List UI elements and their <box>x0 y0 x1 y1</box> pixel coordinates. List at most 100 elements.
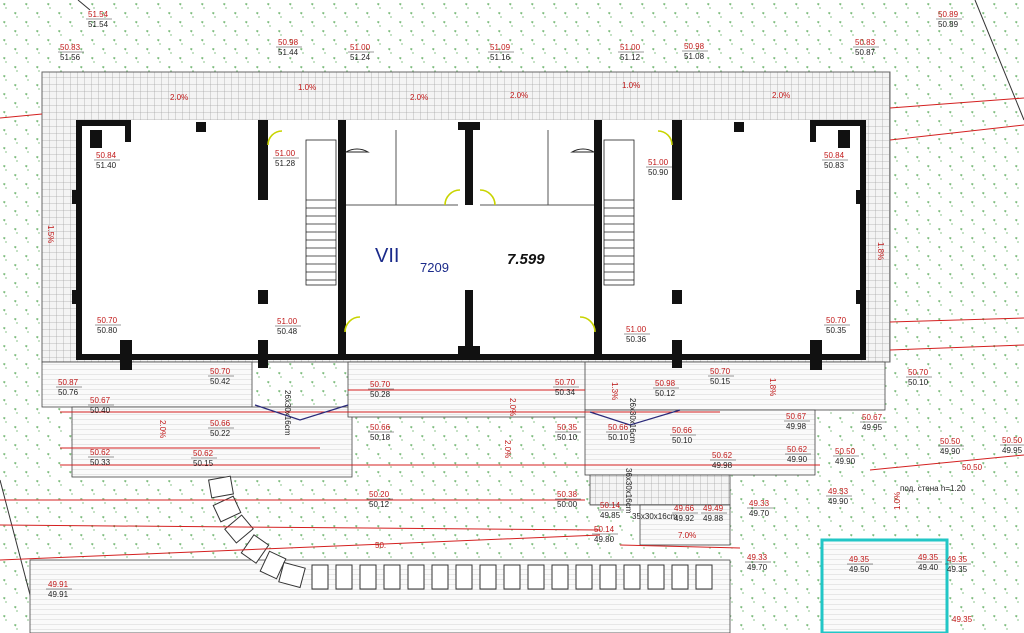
design-elevation: 50.83 <box>60 43 81 52</box>
design-elevation: 50.20 <box>369 490 390 499</box>
stairs <box>305 139 635 286</box>
floor-area: 7.599 <box>507 251 545 268</box>
slope-label: 7.0% <box>678 531 696 540</box>
slope-label: 1.8% <box>876 242 885 260</box>
design-elevation: 50.50 <box>940 437 961 446</box>
existing-elevation: 49.90 <box>828 497 849 506</box>
door-leaves <box>344 148 596 153</box>
existing-elevation: 49.98 <box>786 422 807 431</box>
ramps <box>254 404 681 426</box>
design-elevation: 50.62 <box>712 451 733 460</box>
existing-elevation: 51.08 <box>684 52 705 61</box>
design-elevation: 50.70 <box>908 368 929 377</box>
existing-elevation: 50.42 <box>210 377 231 386</box>
existing-elevation: 50.48 <box>277 327 298 336</box>
design-elevation: 50.67 <box>786 412 807 421</box>
existing-elevation: 49.88 <box>703 514 724 523</box>
paved-perimeter <box>41 71 891 363</box>
existing-elevation: 49.95 <box>1002 446 1023 455</box>
existing-elevation: 49.95 <box>862 423 883 432</box>
existing-elevation: 51.56 <box>60 53 81 62</box>
design-elevation: 51.09 <box>490 43 511 52</box>
existing-elevation: 50.89 <box>938 20 959 29</box>
design-elevation: 50.70 <box>97 316 118 325</box>
design-elevation: 50.62 <box>193 449 214 458</box>
existing-elevation: 50.00 <box>557 500 578 509</box>
ramp-2-label: 26x30x16cm <box>628 398 637 444</box>
existing-elevation: 49.40 <box>918 563 939 572</box>
design-elevation: 50.87 <box>58 378 79 387</box>
design-elevation: 50.66 <box>210 419 231 428</box>
design-elevation: 50.67 <box>862 413 883 422</box>
existing-elevation: 50.28 <box>370 390 391 399</box>
design-elevation: 51.00 <box>277 317 298 326</box>
design-elevation: 51.00 <box>648 158 669 167</box>
design-elevation: 50.62 <box>90 448 111 457</box>
slope-label: 1.3% <box>610 382 619 400</box>
existing-elevation: 51.40 <box>96 161 117 170</box>
slope-labels: 2.0%1.0%2.0%2.0%1.0%2.0%1.5%1.8%2.0%1.8%… <box>46 81 902 540</box>
design-elevation: 50.14 <box>594 525 615 534</box>
section-numeral: VII <box>375 245 399 267</box>
existing-elevation: 50.87 <box>855 48 876 57</box>
contour-lines <box>0 97 1024 561</box>
design-elevation: 50.70 <box>555 378 576 387</box>
existing-elevation: 50.76 <box>58 388 79 397</box>
existing-elevation: 51.16 <box>490 53 511 62</box>
slope-label: 2.0% <box>410 93 428 102</box>
design-elevation: 50.70 <box>710 367 731 376</box>
existing-elevation: 49.90 <box>835 457 856 466</box>
design-elevation: 49.33 <box>828 487 849 496</box>
existing-elevation: 49.92 <box>674 514 695 523</box>
existing-elevation: 49.91 <box>48 590 69 599</box>
slope-label: 1.8% <box>768 378 777 396</box>
existing-elevation: 50.40 <box>90 406 111 415</box>
partitions <box>346 130 594 206</box>
existing-elevation: 50.90 <box>648 168 669 177</box>
design-elevation: 51.00 <box>620 43 641 52</box>
stepping-stones <box>208 475 713 590</box>
design-elevation: 50.70 <box>210 367 231 376</box>
ramp-4-label: 35x30x16cm <box>632 512 678 521</box>
design-elevation: 49.35 <box>918 553 939 562</box>
existing-elevation: 50.35 <box>826 326 847 335</box>
design-elevation: 50.84 <box>96 151 117 160</box>
existing-elevation: 50.10 <box>557 433 578 442</box>
existing-elevation: 49.80 <box>594 535 615 544</box>
existing-elevation: 50.12 <box>369 500 390 509</box>
design-elevation: 51.00 <box>275 149 296 158</box>
slope-label: 2.0% <box>508 398 517 416</box>
design-elevation: 49.91 <box>48 580 69 589</box>
design-elevation: 50.50 <box>1002 436 1023 445</box>
design-elevation: 50.84 <box>824 151 845 160</box>
design-elevation: 49.35 <box>947 555 968 564</box>
